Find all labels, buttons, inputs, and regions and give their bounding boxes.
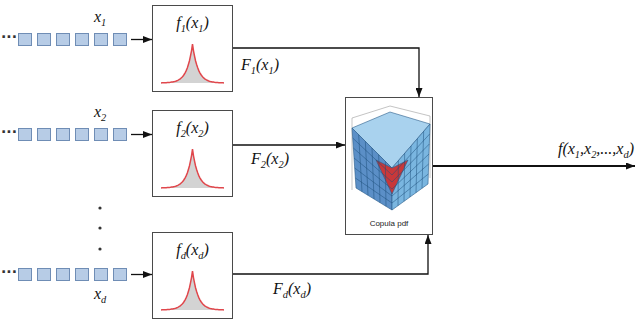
connector-arrow — [131, 134, 152, 135]
sample-square — [113, 268, 127, 281]
connector-arrow — [233, 48, 419, 97]
ellipsis-dot — [98, 247, 101, 250]
ellipsis-dot — [98, 206, 101, 209]
variable-name: x2 — [94, 103, 106, 121]
connector-arrow — [233, 144, 345, 145]
sample-square — [37, 128, 51, 141]
sample-square — [113, 33, 127, 46]
sample-square — [56, 268, 70, 281]
sample-square — [94, 268, 108, 281]
sample-square — [75, 33, 89, 46]
pdf-line — [161, 149, 224, 188]
sample-square — [37, 268, 51, 281]
sample-square — [75, 268, 89, 281]
mesh-line — [354, 158, 392, 189]
pdf-area — [161, 149, 224, 188]
sample-square — [56, 128, 70, 141]
mesh-line — [385, 161, 387, 206]
pdf-name: f1(x1) — [153, 14, 232, 32]
subscript: 2 — [591, 149, 596, 160]
subscript: d — [101, 294, 106, 305]
sample-sequence: x1 — [18, 33, 128, 46]
pdf-name: f2(x2) — [153, 119, 232, 137]
subscript: 1 — [198, 23, 203, 34]
plot-caption: Copula pdf — [346, 220, 432, 229]
marginal-pdf-box: fd(xd) — [152, 232, 233, 319]
sample-sequence: xd — [18, 268, 128, 281]
mesh-line — [392, 164, 429, 196]
subscript: 1 — [575, 149, 580, 160]
mesh-line — [422, 131, 424, 188]
subscript: 2 — [101, 112, 106, 123]
marginal-pdf-box: f2(x2) — [152, 110, 233, 197]
subscript: 2 — [181, 128, 186, 139]
ellipsis: ··· — [1, 265, 17, 280]
sample-square — [18, 33, 32, 46]
mesh-line — [392, 174, 428, 203]
sample-sequence: x2 — [18, 128, 128, 141]
edge-label: Fd(xd) — [272, 280, 312, 298]
output-name: f(x1,x2,...,xd) — [558, 140, 634, 158]
mesh-line — [392, 154, 429, 189]
mesh-line — [416, 139, 417, 193]
subscript: d — [198, 250, 203, 261]
connector-arrow — [131, 39, 152, 40]
sample-square — [56, 33, 70, 46]
pdf-line — [161, 271, 224, 310]
sample-square — [94, 33, 108, 46]
edge-label: F1(x1) — [240, 56, 280, 74]
sample-square — [113, 128, 127, 141]
sample-square — [18, 128, 32, 141]
subscript: d — [623, 149, 628, 160]
subscript: 2 — [198, 128, 203, 139]
mesh-line — [355, 178, 392, 203]
copula-box: Copula pdf — [345, 97, 433, 235]
mesh-line — [379, 155, 380, 203]
copula-surface — [346, 98, 432, 234]
subscript: 1 — [268, 65, 273, 76]
variable-name: x1 — [94, 8, 106, 26]
connector-arrow — [131, 274, 152, 275]
sample-square — [75, 128, 89, 141]
subscript: 1 — [181, 23, 186, 34]
pdf-line — [161, 44, 224, 83]
subscript: d — [181, 250, 186, 261]
sample-square — [94, 128, 108, 141]
sample-square — [18, 268, 32, 281]
mesh-line — [355, 168, 392, 196]
ellipsis-dot — [98, 226, 101, 229]
subscript: 2 — [278, 159, 283, 170]
connector-arrow — [233, 235, 428, 274]
ellipsis: ··· — [1, 125, 17, 140]
variable-name: xd — [94, 285, 106, 303]
subscript: d — [283, 289, 288, 300]
sample-square — [37, 33, 51, 46]
pdf-area — [161, 44, 224, 83]
pdf-name: fd(xd) — [153, 241, 232, 259]
marginal-pdf-box: f1(x1) — [152, 5, 233, 92]
subscript: 1 — [101, 17, 106, 28]
edge-label: F2(x2) — [250, 150, 290, 168]
ellipsis: ··· — [1, 30, 17, 45]
subscript: 1 — [251, 65, 256, 76]
output-arrow — [433, 165, 635, 167]
subscript: d — [300, 289, 305, 300]
subscript: 2 — [261, 159, 266, 170]
pdf-area — [161, 271, 224, 310]
